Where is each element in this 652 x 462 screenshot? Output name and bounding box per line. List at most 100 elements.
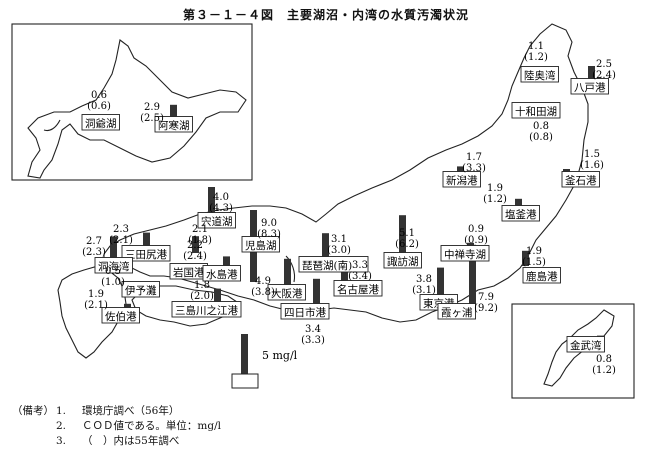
notes-row-1: （備考）1.環境庁調べ（56年） [12,404,221,419]
honshu-outline [103,23,589,323]
site-label: 洞海湾 [98,260,130,273]
value-label: 1.9 [88,289,104,300]
site-label: 四日市港 [284,306,326,319]
site-label-box [333,280,383,297]
site-label-box [501,205,540,222]
value-label: 0.8 [596,354,612,365]
notes: （備考）1.環境庁調べ（56年） 2.ＣＯＤ値である。単位：mg/l 3.（ ）… [12,404,221,449]
scale-box [231,373,259,389]
notes-header: （備考） [12,405,54,417]
bar [192,236,199,253]
site-label: 岩国港 [173,266,205,279]
prev-value-label: (2.5) [140,113,164,124]
prev-value-label: (2.4) [592,70,616,81]
value-label: 0.8 [533,121,549,132]
value-label: 1.1 [528,41,544,52]
site-label: 八戸港 [574,82,606,94]
site-label-box [440,245,490,262]
site-label-box [298,256,369,273]
kyushu-outline [57,265,127,359]
site-label-box [383,252,422,269]
site-label-box [522,267,561,284]
value-label: 3.4 [305,324,321,335]
site-label-box [561,171,600,188]
prev-value-label: (1.6) [580,160,604,171]
site-label-box [241,236,280,253]
site-label: 金武湾 [570,339,602,352]
bar [110,236,117,258]
value-label: 1.9 [526,246,542,257]
scale-bar [241,334,248,374]
bar [341,261,348,288]
prev-value-label: (1.2) [524,52,548,63]
value-label: 1.5 [584,149,600,160]
site-label: 佐伯港 [105,310,137,323]
hokkaido-outline [27,39,247,179]
site-label: 霞ヶ浦 [441,306,473,319]
prev-value-label: (6.2) [395,239,419,250]
site-label: 新潟港 [446,174,478,187]
site-label-box [437,303,476,320]
bar [399,215,406,256]
bar [522,250,529,266]
prev-value-label: (9.2) [474,303,498,314]
page-title: 第３－１－４図 主要湖沼・内湾の水質汚濁状況 [182,8,469,22]
bar [284,258,291,298]
site-label-box [566,336,605,353]
prev-value-label: (0.6) [87,101,111,112]
note-text: 環境庁調べ（56年） [82,405,180,417]
bar [208,187,215,219]
prev-value-label: (1.0) [101,277,125,288]
prev-value-label: (2.1) [84,300,108,311]
site-label-box [121,245,171,262]
site-label: 十和田湖 [515,105,557,118]
hokkaido-bay [43,119,61,132]
prev-value-label: (2.0) [190,291,214,302]
site-label: 水島港 [206,268,238,281]
bar [313,278,320,306]
value-label: 2.5 [596,59,612,70]
note-number: 2. [56,420,67,432]
site-label-box [101,307,140,324]
value-label: 5.1 [399,228,415,239]
site-label-box [570,78,609,95]
value-label: 9.0 [261,218,277,229]
site-label-box [520,66,559,83]
prev-value-label: (3.1) [412,285,436,296]
site-label: 三田尻港 [125,249,167,261]
prev-value-label: (3.0) [327,245,351,256]
value-label: 4.9 [255,276,271,287]
site-label: 諏訪湖 [387,255,419,268]
prev-value-label: (1.2) [483,194,507,205]
biwa-lake-hint [285,255,296,283]
note-text: （ ）内は55年調べ [82,435,180,447]
site-label-box [154,116,193,133]
value-label: 3.8 [416,274,432,285]
site-label-box [280,303,330,320]
prev-value-label: (1.5) [522,257,546,268]
prev-value-label: (2.4) [183,251,207,262]
site-label: 中禅寺湖 [444,248,486,261]
site-label-box [171,301,242,318]
site-label: 塩釜港 [505,208,537,221]
prev-value-label: (1.8) [188,235,212,246]
value-label: 3.1 [331,234,347,245]
site-label: 阿寒湖 [158,119,190,132]
value-label: 1.8 [194,280,210,291]
bar [437,267,444,298]
site-label: 琵琶湖(南) [302,259,352,272]
site-label: 釜石港 [565,174,597,187]
site-label-box [81,114,120,131]
site-label: 名古屋港 [337,283,379,296]
label-layer: 洞爺湖0.6(0.6)阿寒湖2.9(2.5)陸奥湾1.1(1.2)八戸港2.5(… [81,41,616,376]
prev-value-label: (2.3) [82,247,106,258]
bar [143,232,150,251]
value-label: 4.0 [213,192,229,203]
site-label-box [197,212,236,229]
prev-value-label: (4.3) [209,203,233,214]
value-label: 2.1 [192,224,208,235]
site-label: 伊予灘 [125,284,157,297]
hokkaido-inset-frame [11,23,253,181]
scale-label: 5 mg/l [262,349,298,362]
